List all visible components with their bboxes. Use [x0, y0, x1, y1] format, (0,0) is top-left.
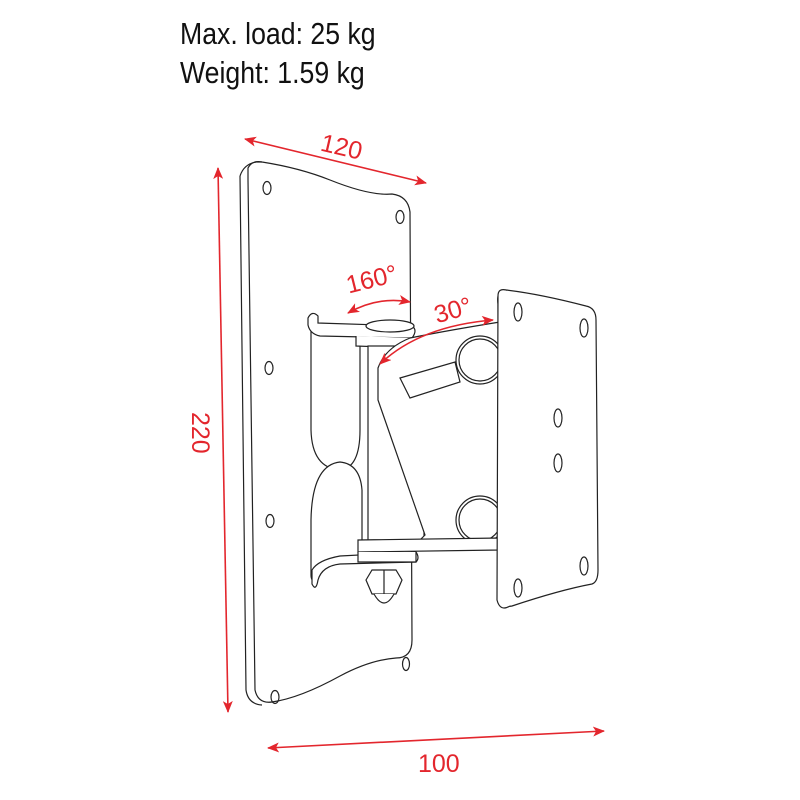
weight-text: Weight: 1.59 kg — [180, 55, 365, 90]
mount-hole — [579, 318, 589, 338]
mount-hole — [553, 408, 563, 428]
dimension-depth: 100 — [267, 726, 605, 778]
mount-hole — [265, 513, 275, 529]
dimension-height-label: 220 — [186, 412, 214, 454]
specifications: Max. load: 25 kg Weight: 1.59 kg — [180, 14, 376, 92]
mount-hole — [264, 360, 274, 376]
mount-hole — [513, 302, 523, 322]
dimension-height: 220 — [186, 167, 233, 713]
dimension-width-label: 120 — [318, 129, 365, 166]
cap-nut — [373, 593, 395, 604]
lower-hinge — [311, 537, 501, 604]
mount-hole — [513, 578, 523, 598]
hinge-ears — [310, 325, 363, 582]
mount-hole — [579, 556, 589, 576]
mount-hole — [270, 689, 280, 705]
mount-hole — [395, 209, 405, 225]
dimension-depth-label: 100 — [418, 750, 460, 778]
max-load-text: Max. load: 25 kg — [180, 16, 376, 51]
tilt-slot — [399, 361, 461, 399]
mount-hole — [553, 453, 563, 473]
mount-hole — [401, 656, 411, 672]
speaker-plate — [496, 289, 599, 609]
